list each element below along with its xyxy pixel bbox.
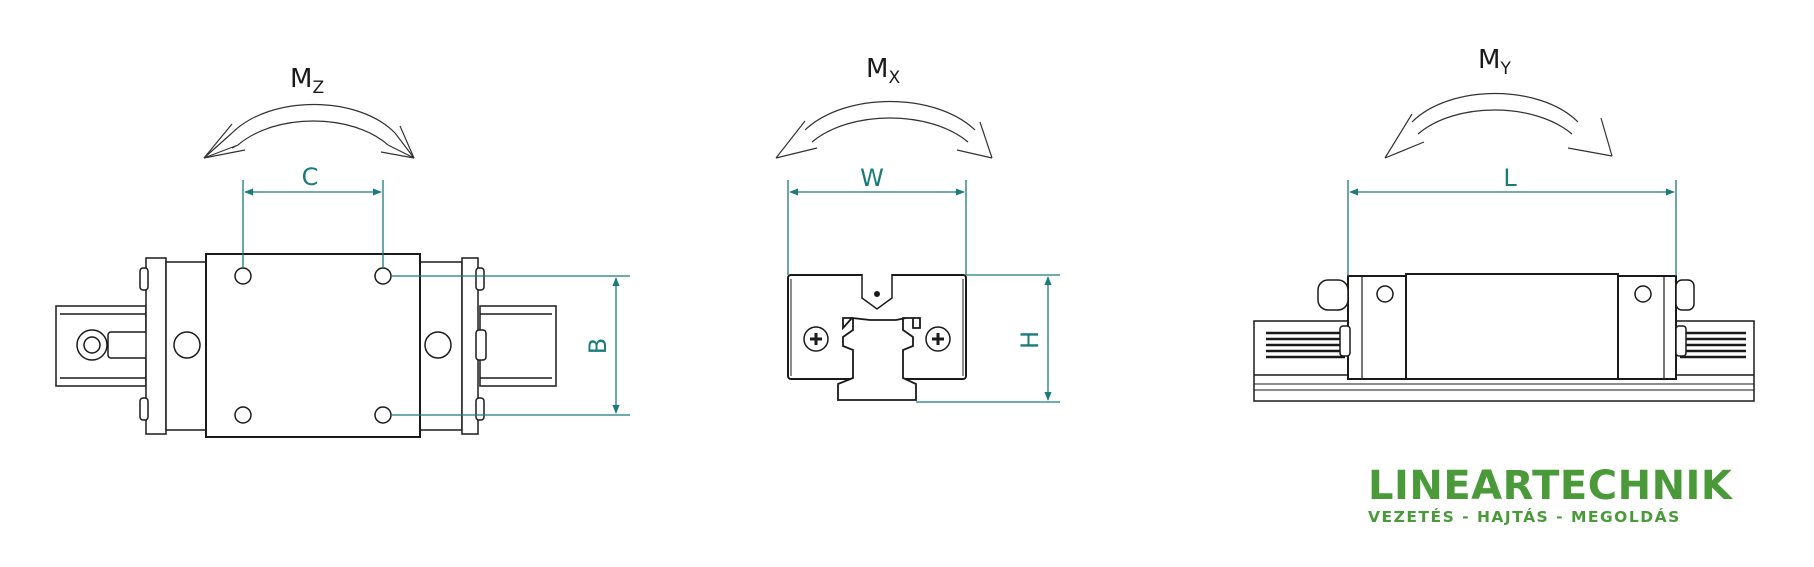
- moment-my-label: MY: [1478, 45, 1511, 79]
- front-screws: [803, 326, 951, 352]
- carriage-side: [1317, 273, 1695, 380]
- dimension-b: [391, 275, 630, 416]
- moment-mz-label: MZ: [290, 64, 324, 98]
- dimension-c-label: C: [302, 163, 319, 191]
- front-view: MX W: [775, 54, 1060, 403]
- dimension-w-label: W: [860, 164, 884, 192]
- brand-name: LINEARTECHNIK: [1368, 463, 1733, 509]
- mounting-holes-top: [173, 267, 452, 424]
- dimension-l-label: L: [1503, 164, 1517, 192]
- brand-tagline: VEZETÉS - HAJTÁS - MEGOLDÁS: [1368, 508, 1681, 526]
- mounting-holes-side: [1376, 285, 1652, 303]
- carriage-front: [787, 274, 967, 401]
- moment-mx-arrow: [775, 101, 993, 159]
- grease-nipple-top: [76, 329, 149, 361]
- dimension-b-label: B: [584, 338, 612, 354]
- dimension-h-label: H: [1016, 331, 1044, 349]
- wiper-seals-side: [1266, 331, 1746, 359]
- moment-mx-label: MX: [866, 54, 900, 88]
- top-view: MZ: [55, 64, 630, 438]
- moment-mz-arrow: [203, 103, 415, 159]
- dimension-h: [916, 274, 1060, 403]
- moment-my-arrow: [1384, 93, 1613, 159]
- dimension-l: [1347, 180, 1677, 276]
- dimension-c: [242, 180, 384, 268]
- dimension-w: [787, 180, 967, 275]
- side-view: MY: [1253, 45, 1755, 402]
- brand-logo: LINEARTECHNIK VEZETÉS - HAJTÁS - MEGOLDÁ…: [1368, 466, 1758, 526]
